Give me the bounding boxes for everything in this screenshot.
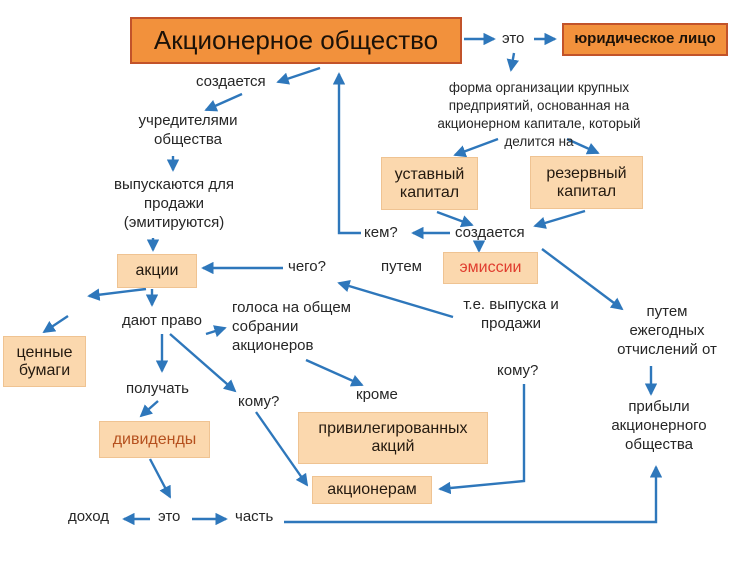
- label-annual: путем ежегодных отчислений от: [617, 303, 717, 358]
- label-eto-bottom: это: [158, 508, 181, 525]
- charter-capital-text: уставный капитал: [394, 165, 465, 201]
- arrow-shares-to-eto-left: [87, 287, 147, 301]
- label-votes: голоса на общем собрании акционеров: [232, 299, 351, 354]
- label-sozdaetsya-top: создается: [196, 73, 266, 90]
- label-komu-left: кому?: [238, 393, 280, 410]
- label-issued: выпускаются для продажи (эмитируются): [114, 176, 234, 231]
- shares-text: акции: [135, 262, 179, 280]
- arrow-eto-to-securities: [42, 315, 69, 334]
- dividends-box: дивиденды: [99, 421, 210, 458]
- charter-capital-box: уставный капитал: [381, 157, 478, 210]
- label-chast: часть: [235, 508, 274, 525]
- preferred-shares-box: привилегированных акций: [298, 412, 488, 464]
- arrow-sozdaetsya-to-founders: [204, 92, 243, 112]
- label-chego: чего?: [288, 258, 326, 275]
- label-vypuska: т.е. выпуска и продажи: [463, 296, 559, 332]
- arrow-reserve-to-sozdaetsya: [533, 209, 586, 229]
- label-dokhod: доход: [68, 508, 110, 525]
- reserve-capital-box: резервный капитал: [530, 156, 643, 209]
- label-putem: путем: [381, 258, 422, 275]
- label-kem: кем?: [364, 224, 398, 241]
- label-krome: кроме: [356, 386, 398, 403]
- arrow-kem-to-title: [332, 72, 361, 235]
- label-profit: прибыли акционерного общества: [611, 398, 707, 453]
- securities-text: ценные бумаги: [16, 343, 73, 379]
- arrow-pravo-to-votes: [205, 325, 227, 338]
- label-founders: учредителями общества: [138, 112, 238, 148]
- label-definition: форма организации крупных предприятий, о…: [437, 80, 641, 149]
- title-text: Акционерное общество: [153, 24, 439, 55]
- arrow-votes-to-krome: [305, 358, 364, 387]
- emission-text: эмиссии: [459, 259, 522, 277]
- reserve-capital-text: резервный капитал: [546, 164, 627, 200]
- arrow-eto-to-definition: [506, 52, 519, 72]
- shares-box: акции: [117, 254, 197, 288]
- arrow-title-to-sozdaetsya-top: [276, 66, 321, 85]
- dividends-text: дивиденды: [112, 430, 197, 448]
- label-poluchat: получать: [126, 380, 189, 397]
- legal-entity-text: юридическое лицо: [574, 30, 716, 48]
- emission-box: эмиссии: [443, 252, 538, 284]
- label-komu-right: кому?: [497, 362, 539, 379]
- label-eto-top: это: [502, 30, 525, 47]
- preferred-shares-text: привилегированных акций: [318, 420, 468, 455]
- legal-entity-box: юридическое лицо: [562, 23, 728, 56]
- label-sozdaetsya-mid: создается: [455, 224, 525, 241]
- arrow-dividends-to-eto-bottom: [148, 458, 172, 499]
- label-dayut-pravo: дают право: [122, 312, 203, 329]
- securities-box: ценные бумаги: [3, 336, 86, 387]
- title-box: Акционерное общество: [130, 17, 462, 64]
- shareholders-text: акционерам: [327, 481, 417, 499]
- shareholders-box: акционерам: [312, 476, 432, 504]
- arrow-poluchat-to-dividends: [139, 400, 159, 418]
